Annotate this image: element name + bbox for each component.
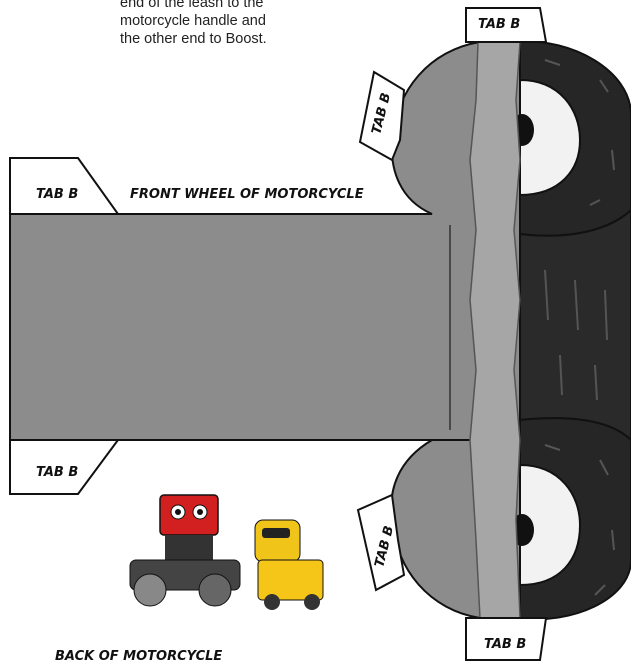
tab-wheel-upper-left xyxy=(358,70,406,162)
instruction-line: end of the leash to the xyxy=(120,0,264,11)
tab-bottom-right xyxy=(465,617,548,661)
motorcycle-body xyxy=(9,40,631,621)
robots-illustration xyxy=(129,494,324,610)
instruction-line: the other end to Boost. xyxy=(120,31,267,47)
front-wheel-label: FRONT WHEEL OF MOTORCYCLE xyxy=(130,187,364,202)
tab-top-right xyxy=(465,7,548,43)
tab-label: TAB B xyxy=(36,187,78,202)
instruction-line: motorcycle handle and xyxy=(120,13,266,29)
tab-wheel-lower-left xyxy=(356,493,406,592)
tab-left-upper xyxy=(9,157,120,215)
instructions-text: end of the leash to the motorcycle handl… xyxy=(120,0,350,48)
tab-label: TAB B xyxy=(478,17,520,32)
tab-label: TAB B xyxy=(484,637,526,652)
back-label: BACK OF MOTORCYCLE xyxy=(55,649,222,664)
tab-label: TAB B xyxy=(36,465,78,480)
